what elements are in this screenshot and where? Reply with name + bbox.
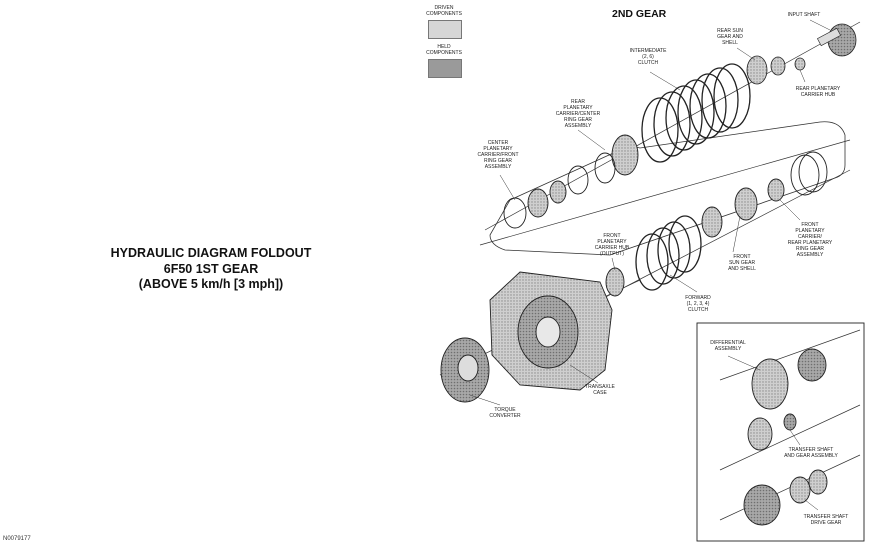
label-transfer-shaft-gear: TRANSFER SHAFT AND GEAR ASSEMBLY bbox=[784, 447, 838, 459]
label-transaxle-case: TRANSAXLE CASE bbox=[585, 384, 615, 396]
label-center-planetary: CENTER PLANETARY CARRIER/FRONT RING GEAR… bbox=[477, 140, 519, 170]
label-input-shaft: INPUT SHAFT bbox=[787, 12, 821, 18]
label-front-sun-gear: FRONT SUN GEAR AND SHELL bbox=[728, 254, 756, 272]
title-line-2: 6F50 1ST GEAR bbox=[163, 261, 259, 276]
forward-clutch-plates bbox=[635, 215, 702, 291]
legend-driven-label: DRIVEN COMPONENTS bbox=[426, 5, 462, 17]
legend-held-label: HELD COMPONENTS bbox=[426, 44, 462, 56]
label-intermediate-clutch: INTERMEDIATE (2, 6) CLUTCH bbox=[629, 48, 667, 66]
label-forward-clutch: FORWARD (1, 2, 3, 4) CLUTCH bbox=[685, 295, 711, 313]
legend-held-swatch bbox=[428, 59, 462, 78]
input-shaft-part bbox=[817, 23, 857, 57]
title-line-1: HYDRAULIC DIAGRAM FOLDOUT bbox=[110, 246, 312, 260]
label-front-planetary-hub: FRONT PLANETARY CARRIER HUB (OUTPUT) bbox=[594, 233, 630, 257]
diagram-title: HYDRAULIC DIAGRAM FOLDOUT 6F50 1ST GEAR … bbox=[92, 246, 330, 293]
label-differential: DIFFERENTIAL ASSEMBLY bbox=[710, 340, 746, 352]
title-line-3: (ABOVE 5 km/h [3 mph]) bbox=[138, 277, 284, 291]
gear-heading: 2ND GEAR bbox=[612, 8, 667, 20]
intermediate-clutch-plates bbox=[641, 63, 751, 163]
label-transfer-drive-gear: TRANSFER SHAFT DRIVE GEAR bbox=[803, 514, 849, 526]
label-rear-planetary-hub: REAR PLANETARY CARRIER HUB bbox=[795, 86, 841, 98]
figure-id: N0079177 bbox=[3, 536, 31, 542]
label-torque-converter: TORQUE CONVERTER bbox=[489, 407, 521, 419]
inset-box bbox=[696, 322, 865, 542]
legend-driven-swatch bbox=[428, 20, 462, 39]
label-front-planetary-carrier: FRONT PLANETARY CARRIER/ REAR PLANETARY … bbox=[787, 222, 833, 258]
label-rear-planetary-assembly: REAR PLANETARY CARRIER/CENTER RING GEAR … bbox=[555, 99, 601, 129]
torque-converter-part bbox=[440, 337, 490, 403]
label-rear-sun-gear: REAR SUN GEAR AND SHELL bbox=[717, 28, 743, 46]
transaxle-case-part bbox=[489, 271, 613, 391]
